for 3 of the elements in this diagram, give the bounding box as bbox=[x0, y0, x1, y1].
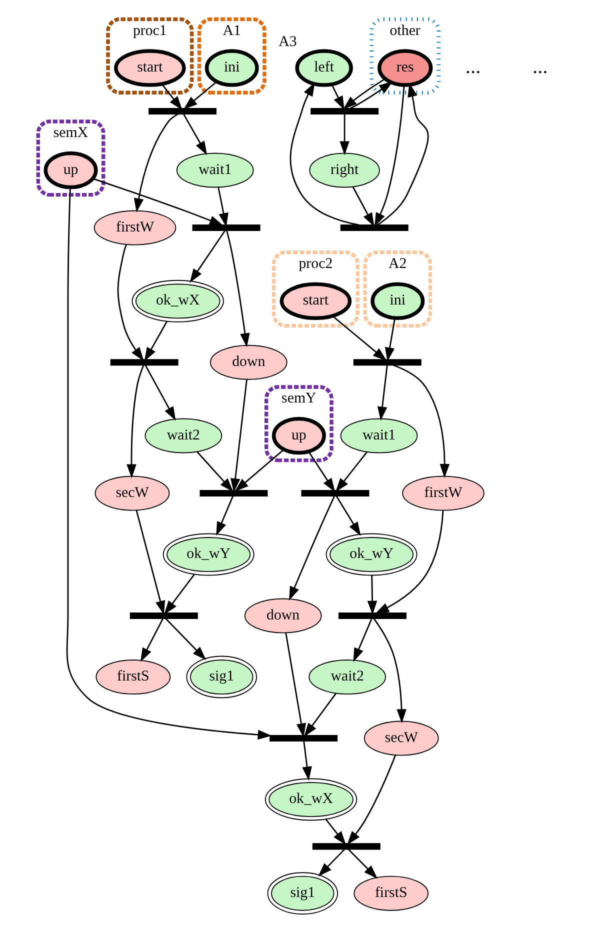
label: ... bbox=[465, 56, 481, 78]
label: ... bbox=[532, 56, 548, 78]
node-label: A3 bbox=[278, 34, 297, 50]
